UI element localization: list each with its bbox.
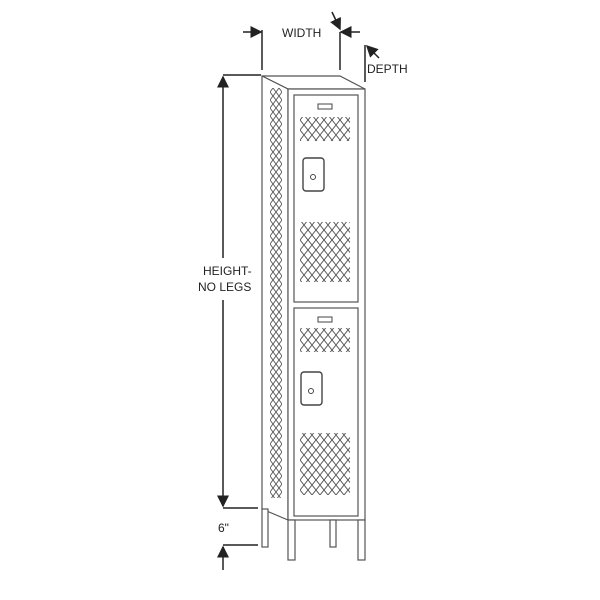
width-label: WIDTH [282, 26, 321, 40]
leg-height-label: 6" [218, 521, 229, 535]
side-vent [270, 88, 282, 498]
lower-door-vent-bottom [300, 433, 350, 495]
number-plate [317, 103, 333, 110]
upper-door-vent-bottom [300, 222, 350, 282]
depth-dimension: DEPTH [364, 44, 408, 82]
upper-door-vent-top [300, 117, 350, 141]
leg-height-dimension: 6" [217, 521, 258, 570]
height-label-line2: NO LEGS [198, 280, 251, 294]
lower-door [293, 307, 359, 517]
depth-label: DEPTH [367, 62, 408, 76]
upper-door [293, 94, 359, 303]
width-dimension: WIDTH [243, 11, 360, 70]
number-plate [317, 316, 333, 323]
lower-door-vent-top [300, 328, 350, 352]
height-label-line1: HEIGHT- [203, 264, 252, 278]
height-dimension: HEIGHT- NO LEGS [195, 74, 261, 509]
legs [261, 508, 366, 561]
locker [261, 75, 366, 561]
